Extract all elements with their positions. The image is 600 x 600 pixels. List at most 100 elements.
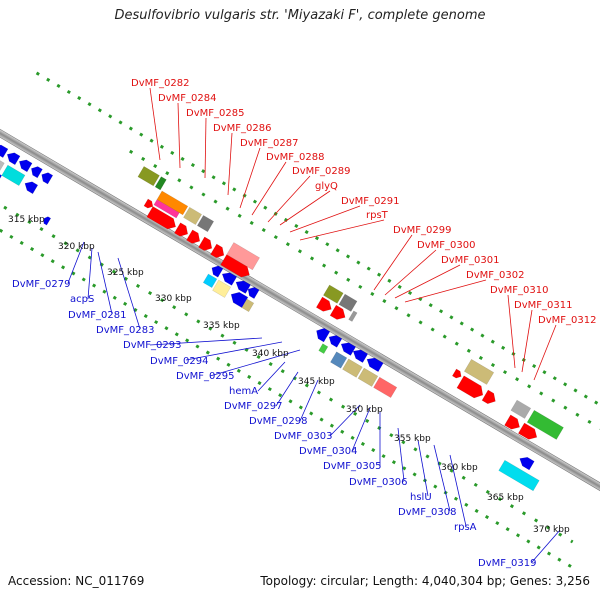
gene-label-forward[interactable]: DvMF_0310 [490,285,549,296]
kbp-label: 330 kbp [155,294,192,304]
gene-label-forward[interactable]: DvMF_0282 [131,78,190,89]
gene-label-forward[interactable]: DvMF_0311 [514,300,573,311]
gene-label-forward[interactable]: DvMF_0287 [240,138,299,149]
gene-label-reverse[interactable]: DvMF_0281 [68,310,127,321]
reverse-label-leader [97,251,113,315]
reverse-gene-arrow [31,166,43,179]
gene-label-reverse[interactable]: DvMF_0304 [299,446,358,457]
feature-block [153,199,180,219]
kbp-label: 335 kbp [203,321,240,331]
reverse-label-leader [351,407,371,452]
forward-label-leader [267,175,311,223]
forward-gene-arrow [210,243,225,258]
feature-block [348,310,358,322]
forward-label-leader [394,264,461,299]
feature-block [463,358,495,385]
gene-label-reverse[interactable]: DvMF_0293 [123,340,182,351]
reverse-label-leader [449,454,467,527]
gene-label-reverse[interactable]: DvMF_0298 [249,416,308,427]
feature-block [241,298,255,313]
gene-label-reverse[interactable]: acpS [70,294,95,305]
forward-gene-arrow [504,414,520,430]
gene-label-forward[interactable]: rpsT [366,210,388,221]
forward-label-leader [404,279,487,303]
reverse-label-leader [87,247,93,300]
gene-label-forward[interactable]: DvMF_0291 [341,196,400,207]
backbone [0,99,600,513]
gene-features [0,144,564,492]
gene-label-forward[interactable]: DvMF_0285 [186,108,245,119]
gene-label-forward[interactable]: DvMF_0284 [158,93,217,104]
kbp-label: 365 kbp [487,493,524,503]
gene-label-forward[interactable]: DvMF_0286 [213,123,272,134]
reverse-label-leader [417,439,429,497]
feature-block [498,459,540,492]
reverse-label-leader [67,241,85,284]
reverse-gene-arrow [519,457,535,471]
reverse-gene-arrow [366,357,384,373]
feature-block [183,206,202,225]
gene-label-reverse[interactable]: DvMF_0297 [224,401,283,412]
reverse-label-leader [149,337,263,346]
forward-gene-arrow [198,236,213,251]
forward-gene-arrow [186,229,201,244]
gene-label-reverse[interactable]: DvMF_0305 [323,461,382,472]
dotted-outer-track [35,71,600,440]
gene-label-forward[interactable]: DvMF_0289 [292,166,351,177]
gene-label-forward[interactable]: DvMF_0288 [266,152,325,163]
gene-label-reverse[interactable]: DvMF_0295 [176,371,235,382]
gene-label-forward[interactable]: DvMF_0312 [538,315,597,326]
forward-gene-arrow [481,389,496,404]
forward-label-leader [149,87,161,161]
feature-block [510,399,532,419]
label-leaders [67,87,561,563]
reverse-gene-arrow [221,272,238,286]
feature-block [212,279,232,298]
reverse-label-leader [185,341,283,361]
forward-label-leader [373,234,413,291]
gene-label-reverse[interactable]: hemA [229,386,259,397]
feature-block [1,164,26,186]
reverse-label-leader [299,379,319,422]
gene-label-reverse[interactable]: DvMF_0283 [96,325,155,336]
gene-label-forward[interactable]: DvMF_0302 [466,270,525,281]
feature-block [330,351,348,369]
feature-block [526,409,564,440]
dotted-inner-track [0,204,580,573]
reverse-gene-arrow [328,335,343,348]
gene-label-forward[interactable]: DvMF_0301 [441,255,500,266]
feature-block [154,176,167,191]
feature-block [196,214,215,233]
gene-label-reverse[interactable]: DvMF_0319 [478,558,537,569]
gene-label-reverse[interactable]: DvMF_0306 [349,477,408,488]
gene-label-reverse[interactable]: DvMF_0308 [398,507,457,518]
reverse-gene-arrow [18,159,33,173]
gene-label-reverse[interactable]: DvMF_0279 [12,279,71,290]
gene-label-reverse[interactable]: hslU [410,492,432,503]
forward-label-leader [384,249,437,296]
reverse-gene-arrow [43,216,52,226]
reverse-gene-arrow [0,171,3,185]
forward-gene-arrow [143,198,154,209]
reverse-gene-arrow [235,280,251,294]
feature-block [202,273,218,288]
forward-gene-arrow [220,254,250,278]
feature-block [342,358,363,378]
reverse-gene-arrow [211,265,224,278]
gene-label-forward[interactable]: glyQ [315,181,338,192]
feature-block [357,367,379,387]
kbp-label: 345 kbp [298,377,335,387]
kbp-label: 355 kbp [394,434,431,444]
map-track-group [0,71,600,573]
reverse-label-leader [397,427,405,482]
gene-label-forward[interactable]: DvMF_0300 [417,240,476,251]
gene-label-reverse[interactable]: DvMF_0294 [150,356,209,367]
gene-label-reverse[interactable]: DvMF_0303 [274,431,333,442]
reverse-label-leader [531,529,561,563]
reverse-gene-arrow [247,286,260,299]
reverse-label-leader [257,361,286,392]
gene-label-forward[interactable]: DvMF_0299 [393,225,452,236]
forward-gene-arrow [517,422,538,440]
gene-label-reverse[interactable]: rpsA [454,522,477,533]
